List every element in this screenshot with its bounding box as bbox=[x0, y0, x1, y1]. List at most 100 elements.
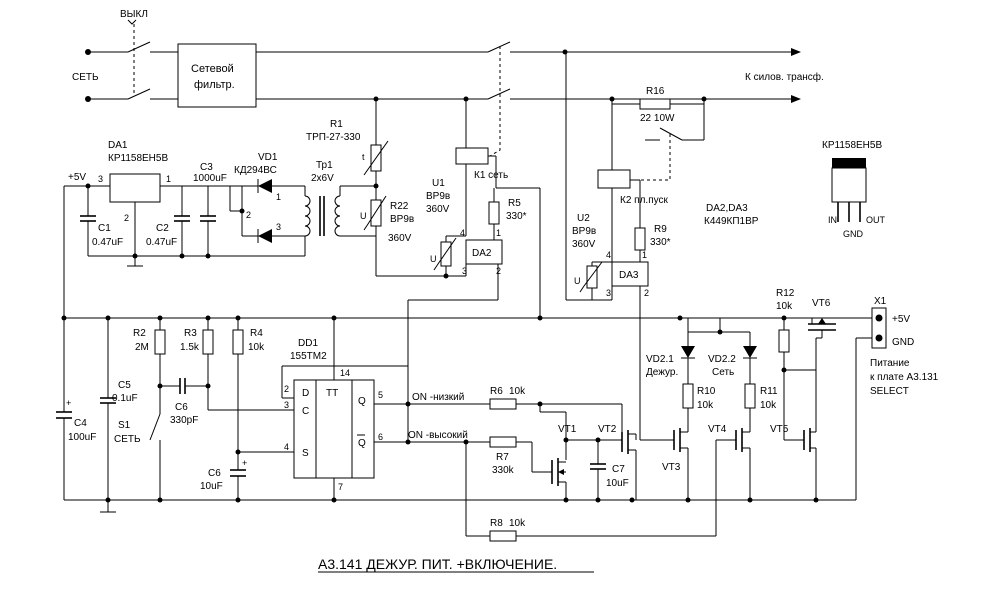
da2-label: DA2 bbox=[472, 248, 492, 259]
dd1-pin14: 14 bbox=[340, 368, 350, 378]
r2-resistor bbox=[154, 329, 166, 355]
da2-pin2: 2 bbox=[496, 266, 501, 276]
r7-resistor bbox=[489, 436, 517, 448]
dd1-part: 155ТМ2 bbox=[290, 351, 327, 362]
power-transformer-label: К силов. трансф. bbox=[745, 71, 824, 83]
vd1-part: КД294ВС bbox=[234, 165, 277, 176]
vd1-ref: VD1 bbox=[258, 152, 278, 163]
k1-da2-section: К1 сеть U1 ВР9в 360V U R5 330* DA2 4 1 3… bbox=[407, 99, 541, 400]
vd1-pin1: 1 bbox=[276, 192, 281, 202]
da2-optorelay bbox=[465, 239, 503, 265]
r12-ref: R12 bbox=[776, 288, 795, 299]
k1-label: К1 сеть bbox=[474, 170, 508, 181]
on-high-label: ON -высокий bbox=[408, 430, 468, 441]
x1-ref: X1 bbox=[874, 296, 887, 307]
left-passives: + C4 100uF C5 0.1uF R2 2M S1 СЕТЬ C6 330… bbox=[56, 318, 294, 500]
c3-value: 1000uF bbox=[193, 173, 227, 184]
dd1-pin2: 2 bbox=[284, 384, 289, 394]
vd2-1-label: Дежур. bbox=[646, 367, 678, 378]
r7-value: 330k bbox=[492, 465, 515, 476]
svg-text:U: U bbox=[430, 254, 437, 264]
r6-value: 10k bbox=[509, 386, 526, 397]
r12-value: 10k bbox=[776, 301, 793, 312]
da2-pin3: 3 bbox=[462, 266, 467, 276]
da1-pin3: 3 bbox=[98, 174, 103, 184]
filter-label-2: фильтр. bbox=[194, 79, 235, 91]
da1-part: КР1158ЕН5В bbox=[108, 153, 168, 164]
vt4-ref: VT4 bbox=[708, 424, 727, 435]
supply-note-1: Питание bbox=[870, 358, 910, 369]
vd2-2-label: Сеть bbox=[712, 367, 734, 378]
r5-value: 330* bbox=[506, 211, 527, 222]
da1-ref: DA1 bbox=[108, 140, 128, 151]
tr1-ref: Тр1 bbox=[316, 160, 333, 171]
dd1-pin5: 5 bbox=[378, 390, 383, 400]
dd1-q: Q bbox=[358, 396, 366, 407]
vt2-transistor bbox=[621, 404, 637, 500]
k2-da3-section: К2 пл.пуск U2 ВР9в 360V DA2,DA3 К449КП1В… bbox=[565, 52, 759, 441]
vd2-2-led bbox=[743, 346, 757, 358]
vt2-ref: VT2 bbox=[598, 424, 617, 435]
r3-ref: R3 bbox=[184, 328, 197, 339]
c1-ref: C1 bbox=[98, 223, 111, 234]
vt1-transistor bbox=[551, 458, 567, 500]
vt1-ref: VT1 bbox=[558, 424, 577, 435]
u2-varistor bbox=[586, 265, 598, 289]
r6-resistor bbox=[489, 398, 517, 410]
u2-type: ВР9в bbox=[572, 226, 596, 237]
filter-label-1: Сетевой bbox=[191, 63, 234, 75]
r2-value: 2M bbox=[135, 342, 149, 353]
supply-note-2: к плате А3.131 bbox=[870, 372, 939, 383]
c5-ref: C5 bbox=[118, 380, 131, 391]
dd1-pin4: 4 bbox=[284, 442, 289, 452]
vd1-pin2: 2 bbox=[246, 210, 251, 220]
r22-varistor bbox=[370, 199, 382, 227]
r5-resistor bbox=[488, 201, 500, 225]
r4-value: 10k bbox=[248, 342, 265, 353]
dd1-pin6: 6 bbox=[378, 432, 383, 442]
r1-ref: R1 bbox=[330, 119, 343, 130]
r8-ref: R8 bbox=[490, 518, 503, 529]
s1-switch bbox=[149, 413, 161, 441]
c4-value: 100uF bbox=[68, 432, 96, 443]
regulator-package: КР1158ЕН5В IN GND OUT bbox=[822, 140, 886, 239]
dd1-pin3: 3 bbox=[284, 400, 289, 410]
da1-pin2: 2 bbox=[124, 213, 129, 223]
r9-resistor bbox=[634, 227, 646, 251]
r1-value: ТРП-27-330 bbox=[306, 132, 361, 143]
r11-value: 10k bbox=[760, 400, 777, 411]
dd1-d: D bbox=[302, 388, 309, 399]
vd1-pin3: 3 bbox=[276, 222, 281, 232]
da1-regulator bbox=[109, 173, 161, 203]
svg-text:t: t bbox=[362, 152, 365, 162]
dd1-ref: DD1 bbox=[298, 338, 318, 349]
r8-value: 10k bbox=[509, 518, 526, 529]
vt6-transistor bbox=[808, 318, 836, 370]
r22-ref: R22 bbox=[390, 201, 409, 212]
da3-pin1: 1 bbox=[642, 250, 647, 260]
da23-part: К449КП1ВР bbox=[704, 216, 759, 227]
on-low-label: ON -низкий bbox=[412, 392, 464, 403]
r16-resistor: R16 22 10W bbox=[611, 86, 705, 124]
dd1-section: DD1 155ТМ2 TT D C S Q Q 2 3 4 5 6 14 7 O… bbox=[281, 318, 490, 500]
r7-ref: R7 bbox=[496, 452, 509, 463]
da3-pin4: 4 bbox=[606, 250, 611, 260]
x1-pin2: GND bbox=[892, 337, 914, 348]
r2-ref: R2 bbox=[133, 328, 146, 339]
vt5-transistor bbox=[784, 370, 817, 500]
svg-text:+: + bbox=[242, 458, 247, 468]
r6-ref: R6 bbox=[490, 386, 503, 397]
k2-mechanical-link bbox=[640, 134, 671, 181]
c7-ref: C7 bbox=[612, 464, 625, 475]
c6b-value: 10uF bbox=[200, 481, 223, 492]
dd1-s: S bbox=[302, 448, 309, 459]
r16-value: 22 10W bbox=[640, 113, 675, 124]
dd1-pin7: 7 bbox=[338, 482, 343, 492]
supply-note-3: SELECT bbox=[870, 386, 909, 397]
u1-varistor bbox=[440, 241, 452, 267]
r3-value: 1.5k bbox=[180, 342, 200, 353]
vd2-1-led bbox=[681, 346, 695, 358]
c6b-ref: C6 bbox=[208, 468, 221, 479]
r11-ref: R11 bbox=[760, 386, 778, 397]
vt3-transistor bbox=[652, 418, 689, 500]
